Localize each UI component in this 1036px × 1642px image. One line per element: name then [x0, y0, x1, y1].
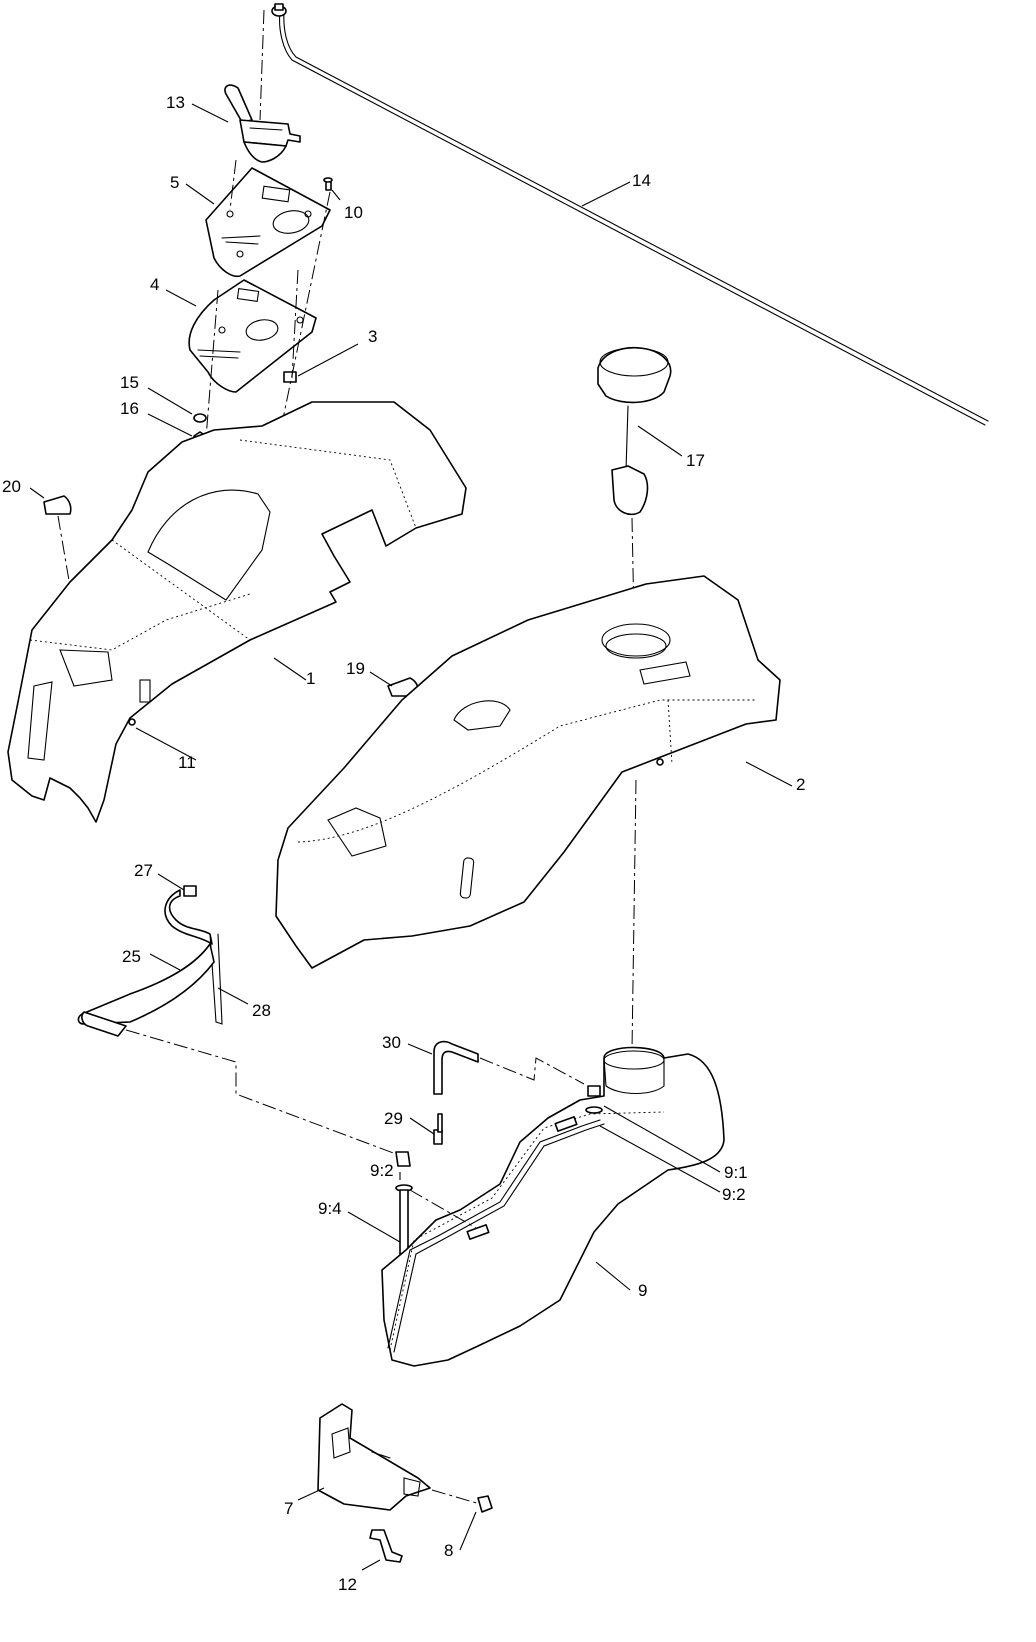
callout-27: 27 [134, 861, 153, 880]
nut-clip-3 [283, 371, 297, 383]
control-panel-backing [188, 279, 317, 393]
callout-4: 4 [150, 275, 159, 294]
callout-9-1: 9:1 [724, 1163, 748, 1182]
fuel-cap [597, 346, 672, 516]
hose-assembly [77, 885, 223, 1037]
washer-15 [193, 413, 207, 423]
callout-9-2-left: 9:2 [370, 1161, 394, 1180]
callout-29: 29 [384, 1109, 403, 1128]
callout-20: 20 [2, 477, 21, 496]
clip-12 [369, 1529, 403, 1563]
control-panel-plate [205, 167, 331, 278]
leader-lines [29, 103, 793, 1571]
throttle-cable [271, 3, 989, 426]
callout-8: 8 [444, 1541, 453, 1560]
callout-9-4: 9:4 [318, 1199, 342, 1218]
callout-10: 10 [344, 203, 363, 222]
callout-13: 13 [166, 93, 185, 112]
callout-9-2-right: 9:2 [722, 1185, 746, 1204]
callout-9: 9 [638, 1281, 647, 1300]
callout-12: 12 [338, 1575, 357, 1594]
callout-14: 14 [632, 171, 651, 190]
callout-17: 17 [686, 451, 705, 470]
fuel-tank [381, 1046, 725, 1367]
throttle-control [224, 84, 301, 163]
tube-9-4 [399, 1189, 409, 1257]
callout-5: 5 [170, 173, 179, 192]
callout-11: 11 [178, 753, 196, 772]
callout-7: 7 [284, 1499, 293, 1518]
callout-30: 30 [382, 1033, 401, 1052]
screw-8 [477, 1495, 493, 1513]
screw-10 [323, 177, 333, 191]
callout-15: 15 [120, 373, 139, 392]
callout-25: 25 [122, 947, 141, 966]
callout-3: 3 [368, 327, 377, 346]
callout-28: 28 [252, 1001, 271, 1020]
vent-hose-30 [433, 1040, 479, 1095]
front-console [7, 401, 467, 823]
callout-labels: 13 5 10 14 4 3 15 16 17 20 1 19 11 2 27 … [2, 93, 805, 1594]
callout-16: 16 [120, 399, 139, 418]
plug-20 [43, 495, 72, 515]
rear-fender [275, 575, 781, 969]
fitting-9-2-left [395, 1151, 413, 1192]
callout-2: 2 [796, 775, 805, 794]
callout-1: 1 [306, 669, 315, 688]
bracket-7 [317, 1403, 431, 1511]
callout-19: 19 [346, 659, 365, 678]
valve-29 [433, 1113, 443, 1145]
